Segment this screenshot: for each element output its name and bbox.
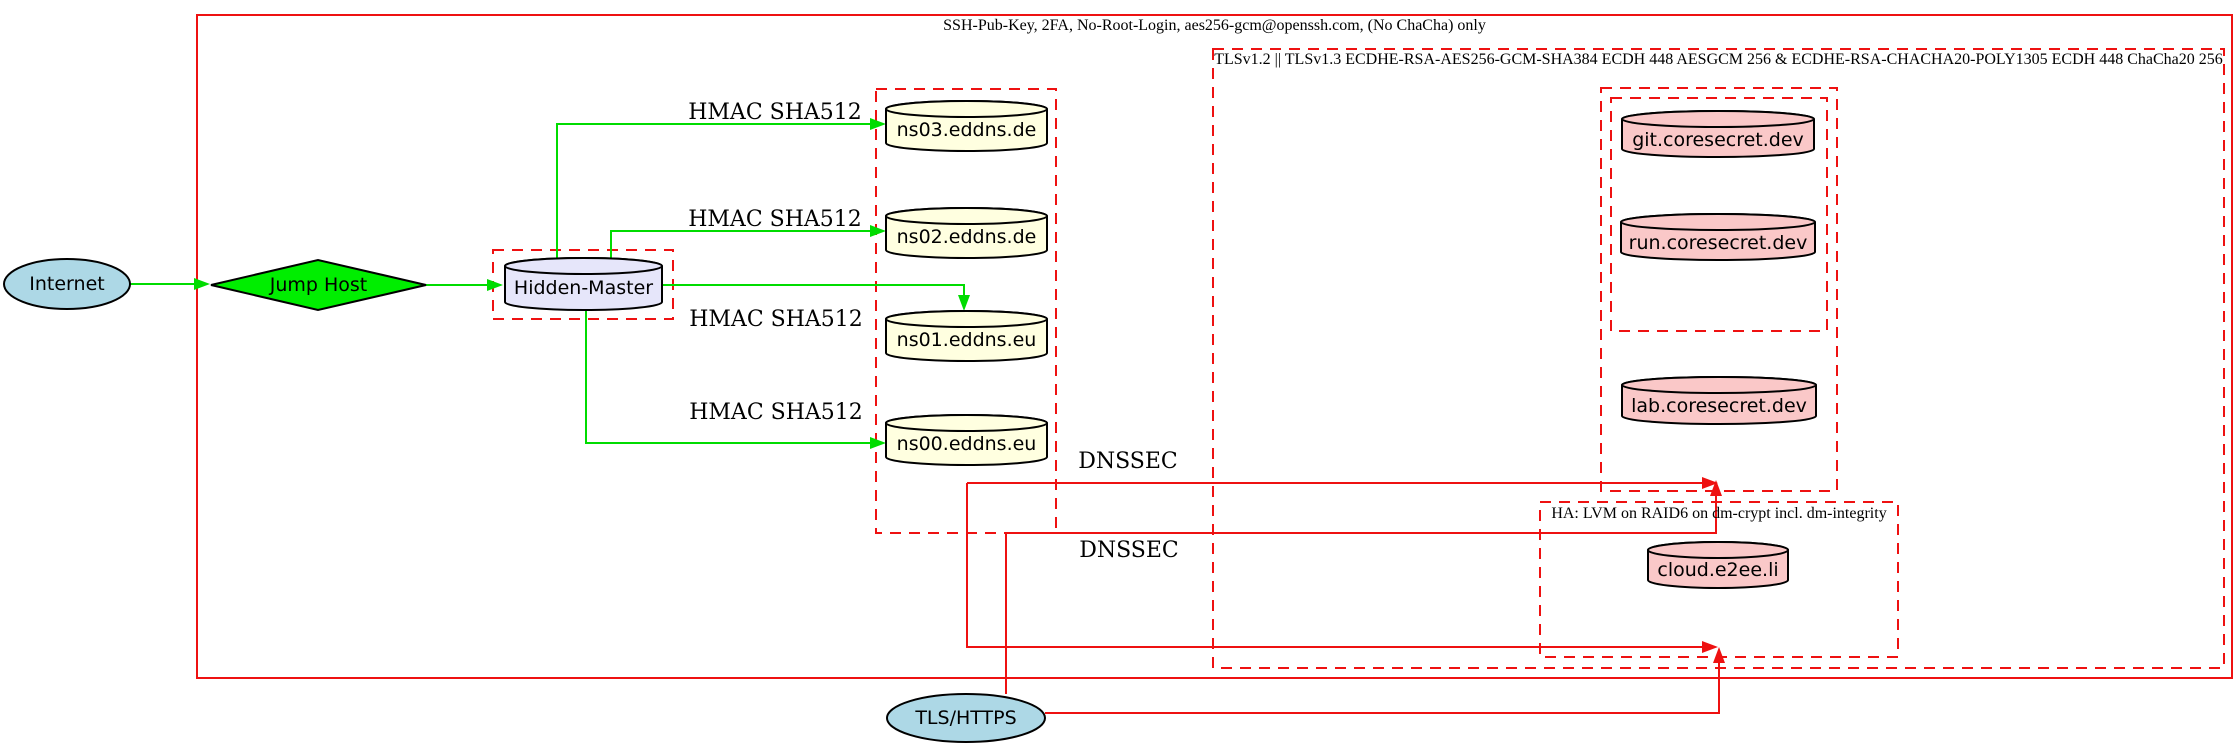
lab-node-label: lab.coresecret.dev	[1631, 395, 1807, 417]
hidden-master-node-shape	[504, 257, 663, 311]
ns00-node-shape	[885, 414, 1048, 466]
jump-host-node-label: Jump Host	[269, 274, 368, 296]
ns01-node-label: ns01.eddns.eu	[896, 329, 1037, 351]
tls-https-node-label: TLS/HTTPS	[915, 707, 1017, 729]
coresecret-outer-cluster-box	[1600, 87, 1838, 492]
ns02-node-label: ns02.eddns.de	[896, 226, 1037, 248]
internet-node-shape	[3, 258, 131, 310]
ns00-node-label: ns00.eddns.eu	[896, 433, 1037, 455]
git-node-label: git.coresecret.dev	[1632, 129, 1804, 151]
edge-hiddenmaster-to-ns01	[660, 284, 970, 311]
edge-label-hmac-ns03: HMAC SHA512	[688, 100, 862, 125]
edge-tlshttps-to-coresecret	[1005, 480, 1722, 694]
edge-ns00-to-coresecret-dnssec	[967, 477, 1718, 489]
edge-hiddenmaster-to-ns00	[585, 305, 886, 449]
ns03-node-label: ns03.eddns.de	[896, 119, 1037, 141]
coresecret-inner-cluster-box	[1610, 97, 1828, 332]
tls-cluster-label: TLSv1.2 || TLSv1.3 ECDHE-RSA-AES256-GCM-…	[1214, 51, 2223, 68]
edge-label-hmac-ns02: HMAC SHA512	[688, 207, 862, 232]
edge-label-hmac-ns00: HMAC SHA512	[689, 400, 863, 425]
ssh-cluster-box	[196, 14, 2233, 679]
lab-node-shape	[1621, 376, 1817, 425]
edge-hiddenmaster-to-ns03	[556, 118, 886, 268]
cloud-node-label: cloud.e2ee.li	[1657, 559, 1779, 581]
edge-hiddenmaster-to-ns02	[610, 225, 886, 268]
ssh-cluster-label: SSH-Pub-Key, 2FA, No-Root-Login, aes256-…	[943, 17, 1486, 34]
edge-ns00-to-ha-dnssec	[966, 483, 1718, 653]
ns01-node-shape	[885, 310, 1048, 362]
internet-node-label: Internet	[29, 273, 105, 295]
edge-label-hmac-ns01: HMAC SHA512	[689, 307, 863, 332]
cloud-node-shape	[1647, 541, 1789, 589]
edge-label-dnssec-1: DNSSEC	[1078, 449, 1178, 474]
edge-tlshttps-to-ha	[1045, 647, 1725, 714]
ns03-node-shape	[885, 100, 1048, 152]
hidden-master-node-label: Hidden-Master	[513, 277, 654, 299]
jump-host-node-shape	[210, 258, 427, 312]
edge-internet-to-jumphost	[129, 278, 210, 290]
git-node-shape	[1621, 110, 1815, 158]
tls-https-node-shape	[886, 693, 1046, 743]
run-node-label: run.coresecret.dev	[1628, 232, 1808, 254]
ns02-node-shape	[885, 207, 1048, 259]
ha-cluster-label: HA: LVM on RAID6 on dm-crypt incl. dm-in…	[1551, 505, 1887, 522]
run-node-shape	[1620, 213, 1816, 261]
edge-jumphost-to-hiddenmaster	[426, 279, 503, 291]
edge-label-dnssec-2: DNSSEC	[1079, 538, 1179, 563]
